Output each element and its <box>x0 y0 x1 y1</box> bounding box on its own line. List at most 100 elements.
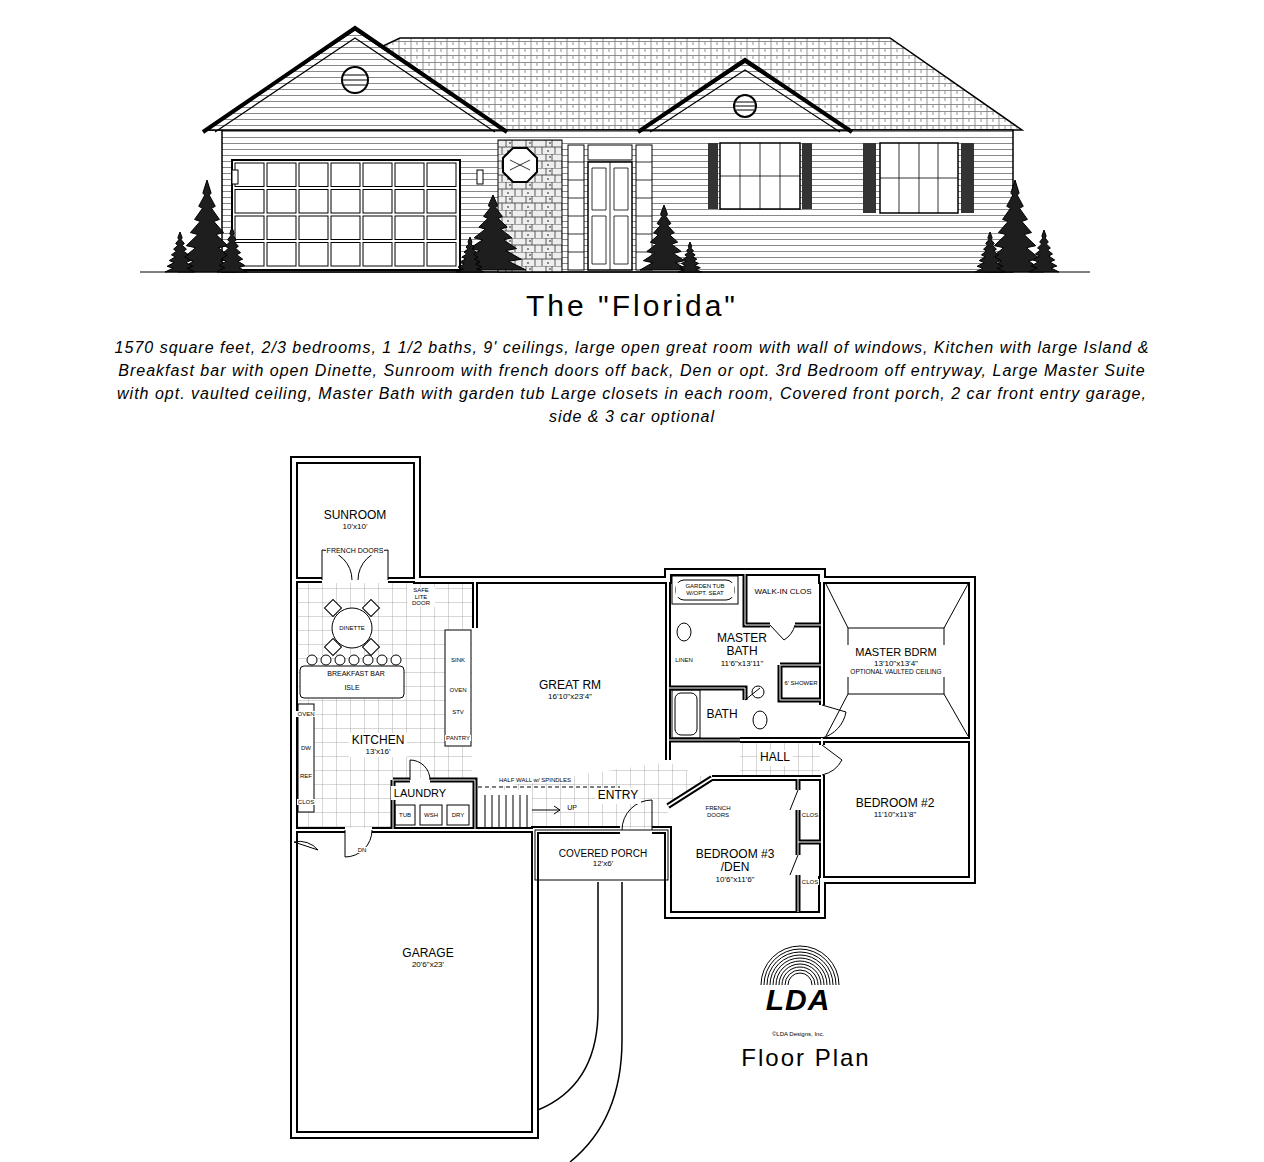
fixture-label: LINEN <box>674 657 694 664</box>
doors-part <box>294 841 318 850</box>
garage-panel <box>427 243 456 267</box>
room-note: OPTIONAL VAULTED CEILING <box>850 668 941 675</box>
shrub <box>456 237 484 272</box>
walkway-part <box>570 882 622 1162</box>
room-label: SUNROOM10'x10' <box>321 508 390 533</box>
fixture-label: 6' SHOWER <box>783 680 818 687</box>
house-elevation-part <box>232 160 460 270</box>
room-name: ENTRY <box>598 789 638 803</box>
room-dimension: 13'x16' <box>366 747 391 756</box>
garage-panel <box>331 163 360 187</box>
furniture-part <box>447 805 469 825</box>
wall <box>798 778 822 912</box>
fixture-label: PANTRY <box>445 735 471 742</box>
garage-panel <box>299 163 328 187</box>
wall <box>294 827 535 833</box>
doors-part <box>822 745 842 775</box>
furniture-part <box>363 655 373 665</box>
wall <box>745 572 822 625</box>
fixture-label: DW <box>300 745 312 752</box>
wall-core <box>393 780 475 830</box>
house-elevation-part <box>215 38 495 132</box>
fixture-label: SAFE LITE DOOR <box>407 587 435 607</box>
garage-door-panels <box>235 163 456 266</box>
garage-panel <box>363 243 392 267</box>
room-dimension: 12'x6' <box>593 859 613 868</box>
fixture-label: SINK <box>450 657 466 664</box>
plan-heading: Floor Plan <box>740 1045 871 1071</box>
wall-core <box>668 688 745 740</box>
furniture-part <box>752 686 764 698</box>
logo-arcs <box>761 946 839 985</box>
logo-arc <box>782 967 818 985</box>
wall-core <box>780 665 822 700</box>
garage-panel <box>267 216 296 240</box>
house-elevation-part <box>510 160 530 170</box>
plan-description: 1570 square feet, 2/3 bedrooms, 1 1/2 ba… <box>112 336 1152 428</box>
house-elevation-part <box>205 30 505 130</box>
garage-panel <box>267 190 296 214</box>
wall-core <box>668 778 822 806</box>
logo-mark: LDA <box>765 985 832 1015</box>
fixture-label: TUB <box>398 812 412 819</box>
fixture-label: DINETTE <box>338 625 366 632</box>
garage-panel <box>267 243 296 267</box>
house-elevation-part <box>640 62 850 130</box>
furniture-part <box>676 580 734 600</box>
walls <box>294 460 972 1135</box>
garage-panel <box>427 163 456 187</box>
fixture-label: CLOS <box>801 879 819 886</box>
fixture-label: CLOS <box>801 812 819 819</box>
doors-part <box>822 705 846 738</box>
walkway-part <box>538 882 598 1110</box>
furniture-part <box>677 623 691 641</box>
room-dimension: 10'6"x11'6" <box>716 875 755 884</box>
garage-panel <box>299 243 328 267</box>
garage-panel <box>363 216 392 240</box>
room-dimension: 11'6"x13'11" <box>721 659 764 668</box>
room-label: GREAT RM16'10"x23'4" <box>536 678 604 703</box>
house-elevation-part <box>588 145 632 160</box>
furniture-part <box>332 608 372 648</box>
fixture-label: REF <box>299 773 313 780</box>
furniture-part <box>672 690 700 738</box>
garage-panel <box>331 243 360 267</box>
garage-panel <box>235 163 264 187</box>
room-dimension: 13'10"x13'4" <box>874 659 918 668</box>
house-elevation-part <box>568 145 584 270</box>
room-label: LAUNDRY <box>391 786 449 801</box>
house-elevation-part <box>880 143 958 213</box>
house-elevation-part <box>720 143 800 209</box>
floor-tiles-part <box>298 583 472 828</box>
fixture-label: ©LDA Designs, Inc. <box>771 1031 825 1038</box>
wall <box>822 737 972 743</box>
furniture-part <box>532 806 560 814</box>
house-elevation-part <box>588 162 632 270</box>
wall-core <box>294 579 417 581</box>
garage-panel <box>395 243 424 267</box>
room-dimension: 11'10"x11'8" <box>874 810 917 819</box>
furniture-part <box>420 805 442 825</box>
fixture-label: BREAKFAST BAR <box>326 670 385 678</box>
shrub <box>1029 230 1059 272</box>
doors-part <box>745 688 760 700</box>
wall <box>294 460 972 1135</box>
wall-core <box>294 829 535 831</box>
doors-part <box>410 760 430 780</box>
fixture-label: HALF WALL w/ SPINDLES <box>498 777 572 784</box>
house-elevation-part <box>342 67 368 93</box>
furniture-part <box>445 630 471 746</box>
walkway <box>535 830 668 1162</box>
shrub <box>975 232 1005 272</box>
furniture-part <box>753 711 767 729</box>
furniture <box>298 576 968 828</box>
furniture-part <box>848 628 944 694</box>
house-elevation-part <box>343 75 367 85</box>
furniture-part <box>377 655 387 665</box>
fixture-label: OVEN <box>448 687 467 694</box>
house-elevation-part <box>734 95 756 117</box>
wall <box>472 580 478 628</box>
doors-part <box>770 625 795 640</box>
room-label: MASTER BDRM13'10"x13'4"OPTIONAL VAULTED … <box>847 645 944 676</box>
room-label: WALK-IN CLOS <box>751 586 814 597</box>
